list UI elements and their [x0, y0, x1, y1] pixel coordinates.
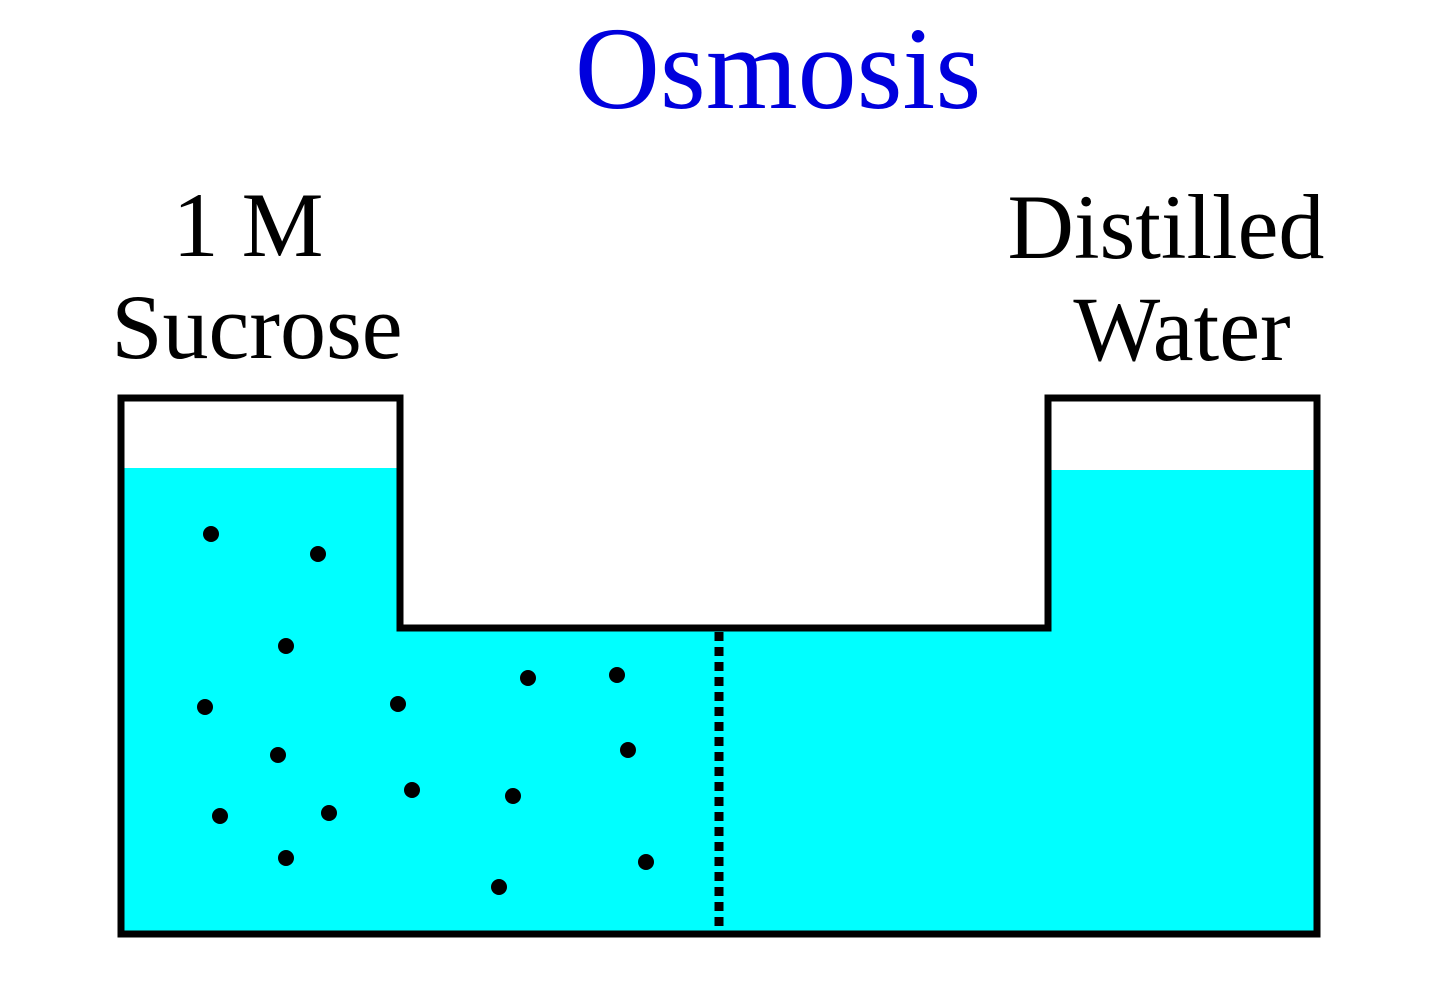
right-label-line1: Distilled: [1008, 176, 1325, 278]
solute-particle: [310, 546, 326, 562]
solute-particle: [321, 805, 337, 821]
solute-particle: [404, 782, 420, 798]
u-tube-outline: [117, 394, 1321, 938]
solute-particle: [620, 742, 636, 758]
solute-particle: [390, 696, 406, 712]
solute-particles: [197, 526, 654, 895]
solute-particle: [270, 747, 286, 763]
left-label-line1: 1 M: [173, 174, 324, 276]
diagram-title: Osmosis: [575, 3, 982, 134]
right-label-line2: Water: [1073, 278, 1290, 380]
solute-particle: [491, 879, 507, 895]
solute-particle: [278, 850, 294, 866]
solute-particle: [609, 667, 625, 683]
solute-particle: [203, 526, 219, 542]
solute-particle: [520, 670, 536, 686]
solute-particle: [212, 808, 228, 824]
solute-particle: [197, 699, 213, 715]
left-label-line2: Sucrose: [111, 276, 402, 378]
solute-particle: [278, 638, 294, 654]
solute-particle: [638, 854, 654, 870]
solute-particle: [505, 788, 521, 804]
